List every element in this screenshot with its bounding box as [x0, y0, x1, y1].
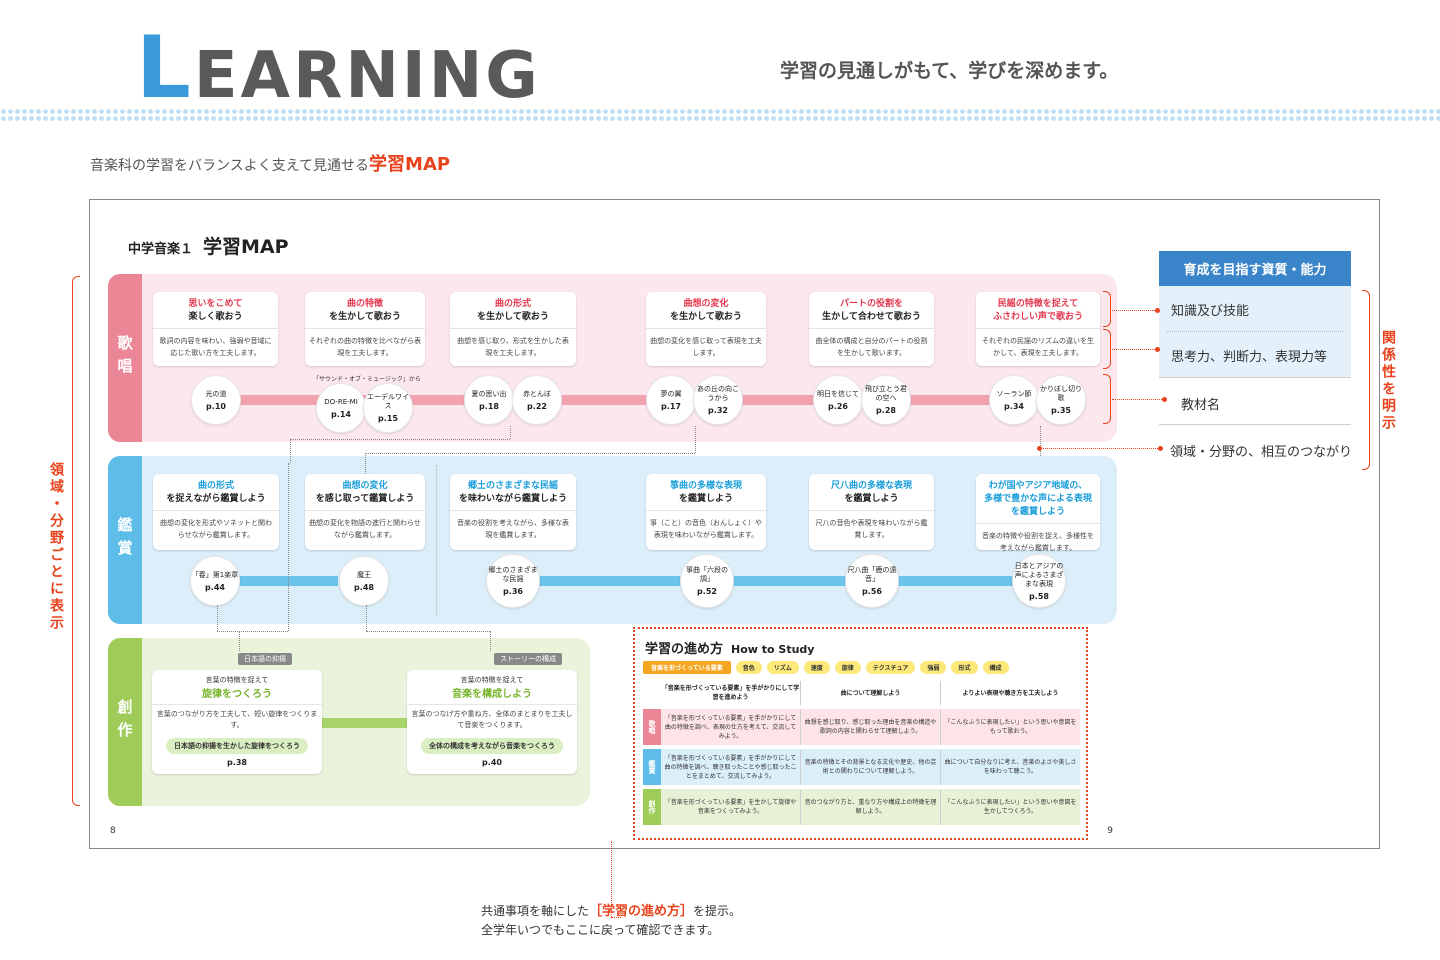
- page-number-right: 9: [1107, 826, 1113, 836]
- band-label-singing: 歌唱: [108, 274, 142, 442]
- chip: 形式: [951, 660, 978, 674]
- connector: [217, 605, 218, 631]
- legend-links: 領域・分野の、相互のつながり: [1170, 445, 1353, 460]
- chip: 音色: [735, 660, 762, 674]
- brace-right: [1362, 290, 1370, 470]
- brace: [1103, 329, 1111, 369]
- singing-track: [218, 395, 1068, 405]
- connector: [239, 631, 240, 651]
- appr-card: わが国やアジア地域の、多様で豊かな声による表現を鑑賞しよう 音楽の特徴や役割を捉…: [976, 474, 1100, 552]
- appr-card: 郷土のさまざまな民謡を味わいながら鑑賞しよう 音楽の役割を考えながら、多様な表現…: [450, 474, 576, 550]
- table-row: 鑑賞 「音楽を形づくっている要素」を手がかりにして曲の特徴を調べ、聴き取ったこと…: [643, 749, 1080, 785]
- connector: [510, 426, 511, 439]
- table-header: 曲について理解しよう: [801, 681, 941, 705]
- appreciation-track: [510, 576, 1040, 586]
- tag-intonation: 日本語の抑揚: [238, 653, 292, 665]
- brace: [1103, 374, 1111, 424]
- connector: [290, 439, 291, 463]
- connector: [490, 631, 491, 651]
- how-to-study-table: 「音楽を形づくっている要素」を手がかりにして学習を進めよう 曲について理解しよう…: [643, 681, 1080, 825]
- legend-thinking: 思考力、判断力、表現力等: [1171, 350, 1328, 365]
- chip: テクスチュア: [865, 660, 916, 674]
- connector: [1040, 426, 1041, 456]
- side-label-left: 領域・分野ごとに表示: [48, 462, 64, 632]
- appr-card: 曲想の変化を感じ取って鑑賞しよう 曲想の変化を物語の進行と関わらせながら鑑賞しま…: [305, 474, 425, 550]
- brace: [1103, 291, 1111, 327]
- connector: [695, 426, 696, 453]
- connector: [366, 605, 367, 631]
- chip-lead: 音楽を形づくっている要素: [643, 660, 731, 674]
- sing-card: 曲の特徴を生かして歌おう それぞれの曲の特徴を比べながら表現を工夫します。: [305, 292, 425, 366]
- divider: [436, 465, 437, 615]
- material-node: 箏曲「六段の調」p.52: [680, 554, 734, 608]
- appreciation-track: [218, 576, 338, 586]
- chip: 速度: [803, 660, 830, 674]
- dotted-band: [0, 108, 1440, 122]
- page-number-left: 8: [110, 826, 116, 836]
- header-subtitle: 学習の見通しがもて、学びを深めます。: [780, 60, 1119, 82]
- legend-box: 知識及び技能 思考力、判断力、表現力等: [1159, 286, 1351, 377]
- connector: [217, 631, 288, 632]
- legend-header: 育成を目指す資質・能力: [1159, 251, 1351, 286]
- appr-card: 箏曲の多様な表現を鑑賞しよう 箏（こと）の音色（おんしょく）や表現を味わいながら…: [646, 474, 766, 550]
- creation-track: [322, 718, 408, 728]
- sing-card: 曲想の変化を生かして歌おう 曲想の変化を感じ取って表現を工夫します。: [646, 292, 766, 366]
- table-header-row: 「音楽を形づくっている要素」を手がかりにして学習を進めよう 曲について理解しよう…: [643, 681, 1080, 705]
- tag-story: ストーリーの構成: [494, 653, 562, 665]
- intro-text: 音楽科の学習をバランスよく支えて見通せる学習MAP: [90, 154, 451, 175]
- bottom-note: 共通事項を軸にした［学習の進め方］を提示。 全学年いつでもここに戻って確認できま…: [481, 904, 742, 937]
- material-node: 尺八曲「鹿の遠音」p.56: [845, 554, 899, 608]
- sing-card: 曲の形式を生かして歌おう 曲想を感じ取り、形式を生かした表現を工夫します。: [450, 292, 576, 366]
- sing-card: 民謡の特徴を捉えてふさわしい声で歌おう それぞれの民謡のリズムの違いを生かして、…: [976, 292, 1100, 366]
- sing-note: 「サウンド・オブ・ミュージック」から: [313, 376, 421, 383]
- chip: 構成: [982, 660, 1009, 674]
- connector: [365, 453, 695, 454]
- band-label-creation: 創作: [108, 638, 142, 806]
- table-header: よりよい表現や聴き方を工夫しよう: [962, 689, 1059, 697]
- table-header: 「音楽を形づくっている要素」を手がかりにして学習を進めよう: [661, 681, 801, 705]
- creation-card: 言葉の特徴を捉えて 旋律をつくろう 言葉のつながり方を工夫して、短い旋律をつくり…: [152, 670, 322, 774]
- chip: リズム: [766, 660, 799, 674]
- appr-card: 曲の形式を捉えながら鑑賞しよう 曲想の変化を形式やソネットと関わらせながら鑑賞し…: [153, 474, 279, 550]
- elements-chips: 音楽を形づくっている要素 音色 リズム 速度 旋律 テクスチュア 強弱 形式 構…: [643, 660, 1083, 674]
- learning-title: LEARNING: [136, 18, 541, 118]
- legend-knowledge: 知識及び技能: [1171, 304, 1250, 319]
- brace-left: [72, 276, 80, 806]
- chip: 強弱: [920, 660, 947, 674]
- sing-card: パートの役割を生かして合わせて歌おう 曲全体の構成と自分のパートの役割を生かして…: [809, 292, 934, 366]
- chip: 旋律: [834, 660, 861, 674]
- connector: [366, 631, 490, 632]
- side-label-right: 関係性を明示: [1380, 330, 1396, 432]
- legend-materials: 教材名: [1181, 398, 1221, 413]
- appr-card: 尺八曲の多様な表現を鑑賞しよう 尺八の音色や表現を味わいながら鑑賞します。: [809, 474, 934, 550]
- band-label-appreciation: 鑑賞: [108, 456, 142, 624]
- connector: [290, 439, 510, 440]
- creation-card: 言葉の特徴を捉えて 音楽を構成しよう 言葉のつなげ方や重ね方、全体のまとまりを工…: [407, 670, 577, 774]
- connector: [288, 463, 289, 631]
- table-row: 歌唱 「音楽を形づくっている要素」を手がかりにして曲の特徴を調べ、表現の仕方を考…: [643, 709, 1080, 745]
- table-row: 創作 「音楽を形づくっている要素」を生かして旋律や音楽をつくってみよう。 音のつ…: [643, 789, 1080, 825]
- connector: [365, 453, 366, 478]
- sing-card: 思いをこめて楽しく歌おう 歌詞の内容を味わい、強弱や音域に応じた歌い方を工夫しま…: [153, 292, 278, 366]
